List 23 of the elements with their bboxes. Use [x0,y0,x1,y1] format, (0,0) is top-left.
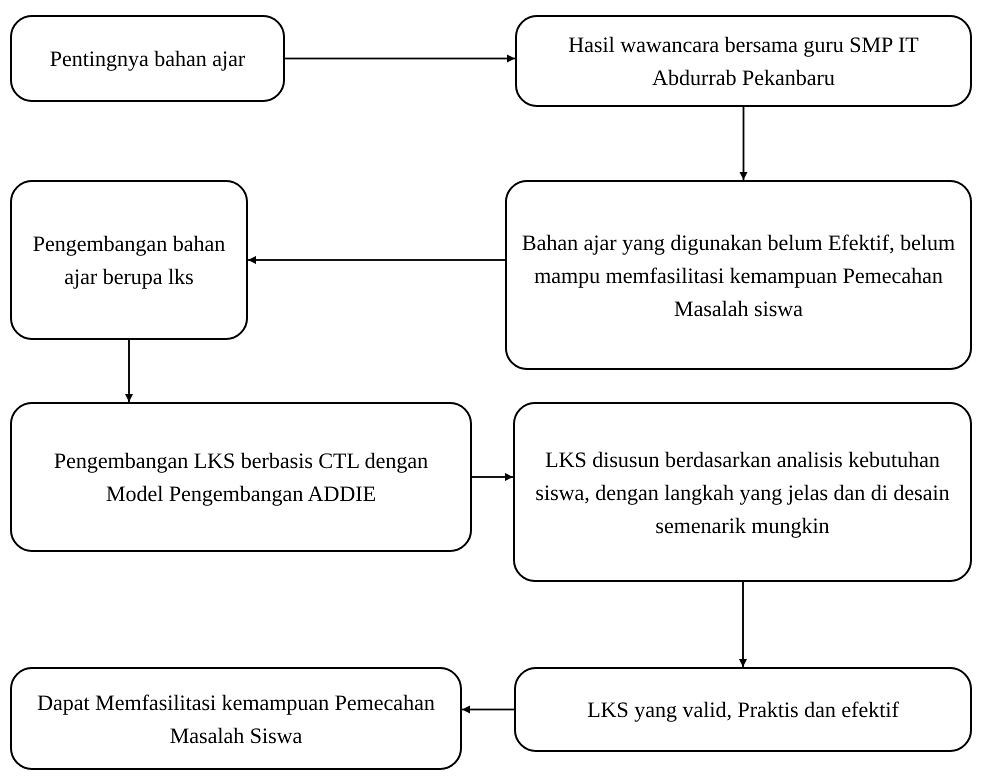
process-box [10,15,285,102]
arrow [739,582,747,667]
box-text: LKS yang valid, Praktis dan efektif [587,696,899,724]
arrow [472,473,513,481]
process-box [515,15,972,107]
box-text: LKS disusun berdasarkan analisis kebutuhan siswa, dengan langkah yang jelas dan di desain semenarik mungkin [534,446,951,540]
process-box [505,180,972,370]
arrow [462,706,514,714]
process-box [10,402,472,552]
process-box [10,180,248,340]
arrow [740,107,748,180]
process-box [514,667,972,752]
arrow [248,256,505,264]
box-text: Pentingnya bahan ajar [50,45,246,73]
box-text: Hasil wawancara bersama guru SMP IT Abdurrab Pekanbaru [567,31,920,92]
box-text: Pengembangan LKS berbasis CTL dengan Model Pengembangan ADDIE [52,447,430,508]
arrow [125,340,133,402]
box-text: Pengembangan bahan ajar berupa lks [32,230,226,291]
box-text: Dapat Memfasilitasi kemampuan Pemecahan Masalah Siswa [36,688,436,750]
box-text: Bahan ajar yang digunakan belum Efektif, belum mampu memfasilitasi kemampuan Pemecahan Masalah siswa [521,228,956,322]
process-box [513,402,972,582]
arrow [285,54,515,62]
process-box [10,667,462,770]
